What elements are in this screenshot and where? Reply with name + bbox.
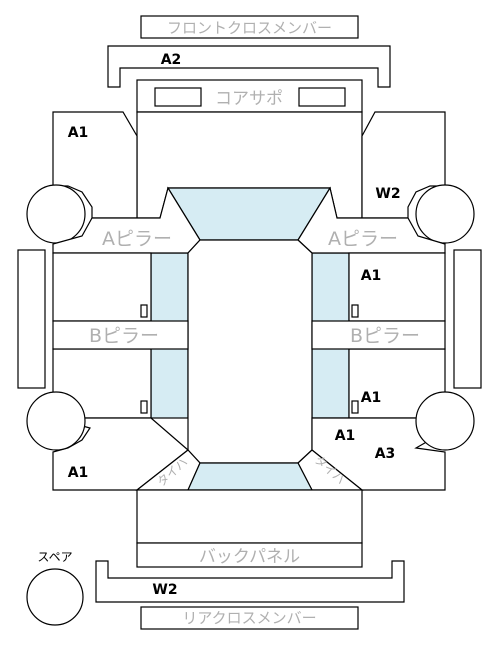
a-pillar-left-label: Aピラー <box>102 228 172 250</box>
cabin-center <box>187 239 313 464</box>
label-a2: A2 <box>161 52 182 68</box>
spare-label: スペア <box>37 550 72 564</box>
b-pillar-right-label: Bピラー <box>350 325 420 347</box>
rear-cross-member-box <box>140 606 359 630</box>
right-front-door <box>348 252 446 322</box>
right-rear-latch <box>351 400 359 414</box>
back-panel-label: バックパネル <box>199 547 300 567</box>
b-pillar-left-label: Bピラー <box>89 325 159 347</box>
left-side-strip <box>17 249 46 389</box>
rear-cross-member-label: リアクロスメンバー <box>182 609 316 627</box>
front-right-fender <box>361 111 446 219</box>
front-left-tire <box>26 184 86 244</box>
front-cross-member-label: フロントクロスメンバー <box>167 19 332 37</box>
rear-right-tire <box>415 391 475 451</box>
front-right-tire <box>415 184 475 244</box>
label-a1-rear-right: A1 <box>335 428 356 444</box>
right-front-latch <box>351 304 359 318</box>
label-a1-right-front-door: A1 <box>361 268 382 284</box>
rear-bracket-w2 <box>95 560 405 603</box>
b-pillar-left <box>52 320 189 350</box>
label-a1-front-left: A1 <box>68 125 89 141</box>
front-cross-member-box <box>140 15 359 39</box>
label-w2-front-right: W2 <box>375 186 400 202</box>
headlight-left <box>154 87 202 107</box>
trunk-area <box>136 489 363 544</box>
b-pillar-right <box>311 320 446 350</box>
spare-tire <box>26 568 84 626</box>
back-panel-box <box>136 542 363 568</box>
label-a1-rear-left: A1 <box>68 465 89 481</box>
left-front-door <box>52 252 152 322</box>
label-a1-right-rear-door: A1 <box>361 390 382 406</box>
front-bracket-a2 <box>107 45 391 88</box>
left-rear-latch <box>140 400 148 414</box>
left-front-latch <box>140 304 148 318</box>
rear-left-tire <box>26 391 86 451</box>
right-side-strip <box>453 249 482 389</box>
rear-left-quarter <box>52 417 189 491</box>
a-pillar-right-label: Aピラー <box>328 228 398 250</box>
label-w2-rear: W2 <box>152 582 177 598</box>
core-support-label: コアサポ <box>215 89 283 109</box>
headlight-right <box>298 87 346 107</box>
rear-floor-panel <box>187 462 313 491</box>
label-a3: A3 <box>375 446 396 462</box>
